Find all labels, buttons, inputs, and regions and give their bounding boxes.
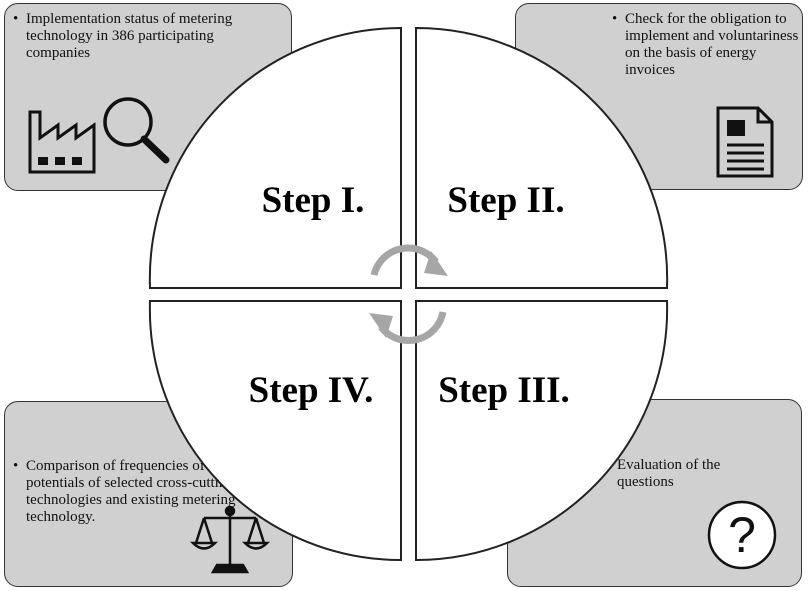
step2-label: Step II. <box>447 180 564 221</box>
step3-description: Evaluation of the questions <box>617 457 767 491</box>
scales-icon <box>189 505 271 574</box>
quadrant-step4 <box>148 300 402 562</box>
arrow-head <box>424 251 448 276</box>
step3-description-text: Evaluation of the questions <box>617 457 721 490</box>
step1-description-text: Implementation status of metering techno… <box>26 11 233 61</box>
cycle-arrows-icon <box>370 244 447 344</box>
arrow-head <box>369 313 393 338</box>
question-mark-icon: ? <box>707 500 777 570</box>
step2-description-text: Check for the obligation to implement an… <box>625 11 799 78</box>
bullet: • <box>13 458 19 474</box>
factory-icon <box>28 110 96 174</box>
step2-description: • Check for the obligation to implement … <box>612 11 800 79</box>
quadrant-step2 <box>415 26 669 289</box>
step3-label: Step III. <box>438 370 570 411</box>
bullet: • <box>13 11 19 27</box>
quadrant-step3 <box>415 300 669 562</box>
quadrant-step1 <box>148 26 402 289</box>
document-icon <box>716 106 774 178</box>
step4-label: Step IV. <box>249 370 374 411</box>
step1-description: • Implementation status of metering tech… <box>13 11 266 62</box>
svg-text:?: ? <box>728 507 756 563</box>
bullet: • <box>612 11 618 27</box>
magnifier-icon <box>103 97 170 164</box>
step1-label: Step I. <box>262 180 365 221</box>
